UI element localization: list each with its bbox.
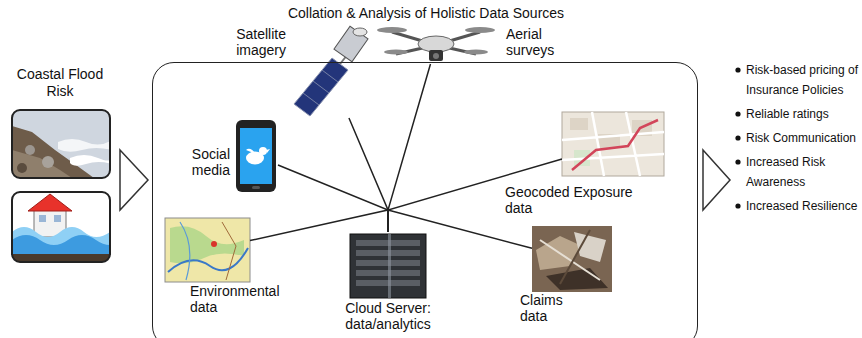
map-icon: [562, 112, 664, 176]
rotor: [377, 27, 407, 33]
flow-chevron: [120, 150, 148, 210]
drone-node: Aerial surveys: [372, 26, 500, 64]
bullet-dot: [735, 159, 740, 164]
satellite-icon: [294, 26, 368, 116]
foam: [70, 155, 110, 166]
phone-body: [236, 120, 276, 192]
panel-grid: [322, 70, 338, 82]
rock: [25, 145, 35, 155]
icon-frame: [12, 192, 110, 262]
rock: [42, 156, 54, 168]
outcome-item: Risk Communication: [746, 128, 860, 148]
map-marker: [211, 241, 217, 247]
region-box: Collation & Analysis of Holistic Data So…: [152, 62, 698, 338]
connector-line: [250, 210, 388, 241]
node-label: Collation & Analysis of Holistic Data So…: [153, 5, 699, 21]
server-rack: [350, 234, 426, 298]
server-highlight: [388, 234, 391, 298]
debris-plank: [560, 230, 590, 284]
phone-icon: [236, 120, 276, 192]
bullet-group: [735, 67, 740, 208]
camera-lens: [433, 53, 439, 59]
foam: [58, 139, 110, 152]
flow-chevron: [703, 150, 730, 210]
bullet-dot: [735, 67, 740, 72]
outcome-item: Increased Resilience: [746, 196, 860, 216]
rock: [17, 163, 27, 173]
map-road: [562, 112, 664, 176]
node-label: Social media: [178, 146, 230, 178]
bullet-dot: [735, 135, 740, 140]
panel-grid: [303, 93, 319, 105]
bird: [266, 149, 270, 153]
map-ground: [165, 218, 250, 282]
claims-node: Claims data: [532, 226, 612, 292]
outcome-item: Increased Risk Awareness: [746, 152, 860, 192]
drone-body: [418, 36, 454, 52]
map-ground: [562, 112, 664, 176]
rotor: [464, 50, 488, 55]
photo-frame: [12, 110, 110, 178]
satellite-node: Satellite imagery: [290, 24, 368, 118]
wave: [12, 235, 110, 262]
server-icon: [350, 234, 426, 298]
node-label: Environmental data: [190, 283, 300, 315]
outcome-item: Reliable ratings: [746, 104, 860, 124]
ground: [12, 254, 110, 262]
river: [168, 248, 248, 272]
node-label: Satellite imagery: [226, 26, 286, 58]
window: [54, 215, 61, 222]
bullet-dot: [735, 111, 740, 116]
drone-camera: [429, 50, 443, 61]
drone-icon: [377, 27, 495, 61]
window: [39, 215, 46, 222]
environmental-map-icon: [165, 218, 250, 282]
solar-panel: [294, 58, 348, 116]
panel-grid: [313, 81, 329, 93]
coastal-photo: [12, 110, 110, 178]
satellite-body: [334, 26, 368, 62]
map-block: [570, 118, 588, 130]
rocks: [12, 150, 72, 178]
satellite-dish: [353, 28, 367, 36]
contour: [222, 222, 236, 280]
environment-node: Environmental data: [165, 218, 250, 282]
input-label: Coastal Flood Risk: [10, 66, 110, 100]
bird: [259, 147, 267, 155]
debris-plank: [540, 240, 600, 280]
rotor: [384, 50, 408, 55]
bullet-dot: [735, 203, 740, 208]
phone-button: [252, 186, 260, 189]
debris: [574, 232, 606, 262]
exposure-node: Geocoded Exposure data: [562, 112, 664, 176]
node-label: Cloud Server: data/analytics: [333, 300, 443, 332]
node-label: Claims data: [520, 292, 582, 324]
connector-line: [388, 64, 430, 232]
house-roof: [28, 194, 72, 211]
rotor: [465, 27, 495, 33]
bird: [246, 149, 256, 154]
photo-ground: [532, 226, 612, 292]
river: [180, 222, 190, 280]
node-label: Aerial surveys: [506, 26, 568, 58]
server-node: Cloud Server: data/analytics: [346, 232, 430, 300]
phone-screen: [240, 128, 272, 184]
outcome-item: Risk-based pricing of Insurance Policies: [746, 60, 860, 100]
flood-house-icon: [12, 192, 110, 262]
cliff: [12, 126, 94, 178]
node-label: Geocoded Exposure data: [505, 184, 645, 216]
map-route: [572, 120, 658, 170]
claims-photo: [532, 226, 612, 292]
social-node: Social media: [234, 118, 278, 194]
connector-group: [250, 64, 562, 248]
